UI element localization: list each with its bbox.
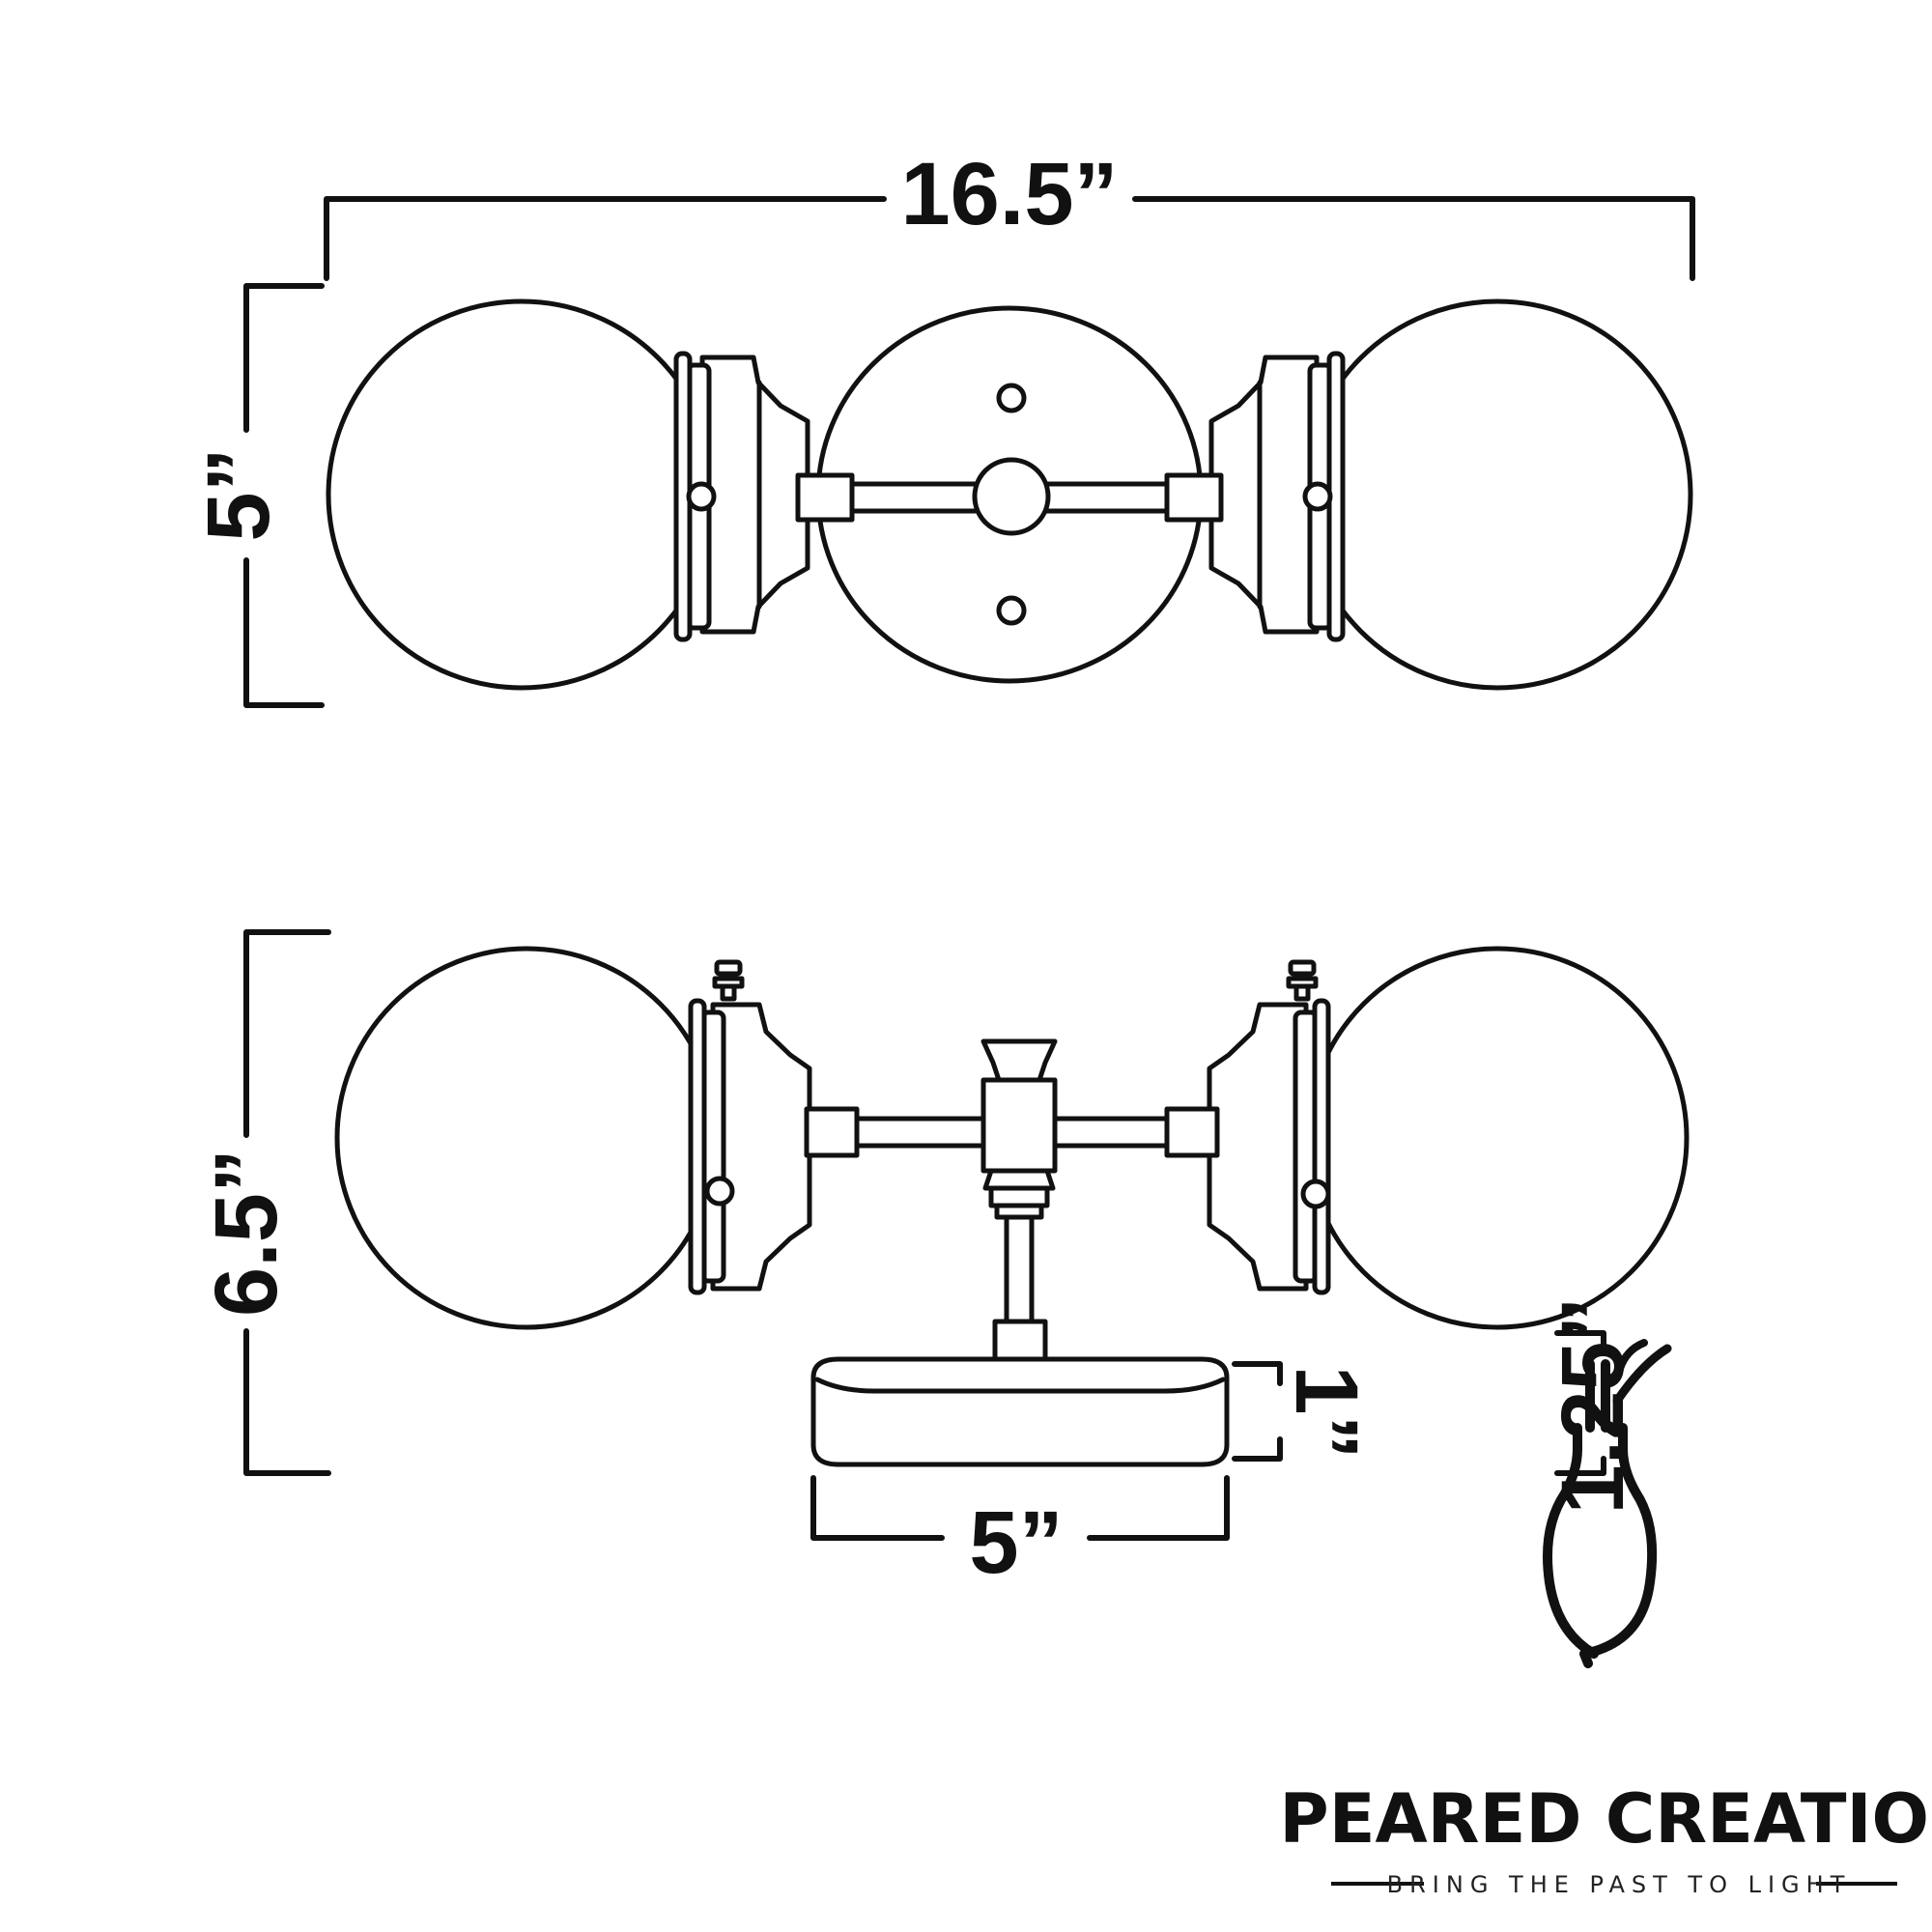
backplate-screw-bottom [996,595,1027,626]
top-height-dimension-line [243,283,325,708]
right-arm-collar [1164,472,1224,523]
side-height-label: 6.5” [197,1149,296,1317]
left-socket-cup [673,351,810,642]
backplate-screw-top [996,383,1027,413]
center-hub [972,457,1051,536]
left-globe [326,298,718,691]
base-depth-dimension-line [1232,1361,1283,1462]
top-height-label: 5” [189,447,288,541]
side-hub [980,1038,1058,1220]
left-arm-collar [795,472,855,523]
side-right-globe [1305,946,1690,1330]
side-height-dimension-line [243,929,331,1476]
base-canopy [810,1356,1230,1467]
top-width-dimension-line [324,196,1695,281]
side-view [243,929,1690,1541]
right-socket-cup [1208,351,1346,642]
brand-tagline: BRING THE PAST TO LIGHT [1387,1871,1852,1898]
top-view [243,196,1695,708]
pear-bulb-icon [1543,1339,1672,1668]
base-width-dimension-line [810,1475,1230,1541]
side-left-collar [804,1106,860,1158]
base-depth-label: 1” [1277,1365,1376,1459]
side-right-socket [1207,959,1331,1295]
right-globe [1301,298,1693,691]
base-width-label: 5” [969,1493,1063,1592]
brand-name: PEARED CREATION [1279,1779,1932,1859]
side-right-collar [1164,1106,1220,1158]
side-left-socket [688,959,812,1295]
side-left-globe [334,946,719,1330]
side-stem [1004,1214,1035,1328]
top-width-label: 16.5” [900,145,1118,243]
